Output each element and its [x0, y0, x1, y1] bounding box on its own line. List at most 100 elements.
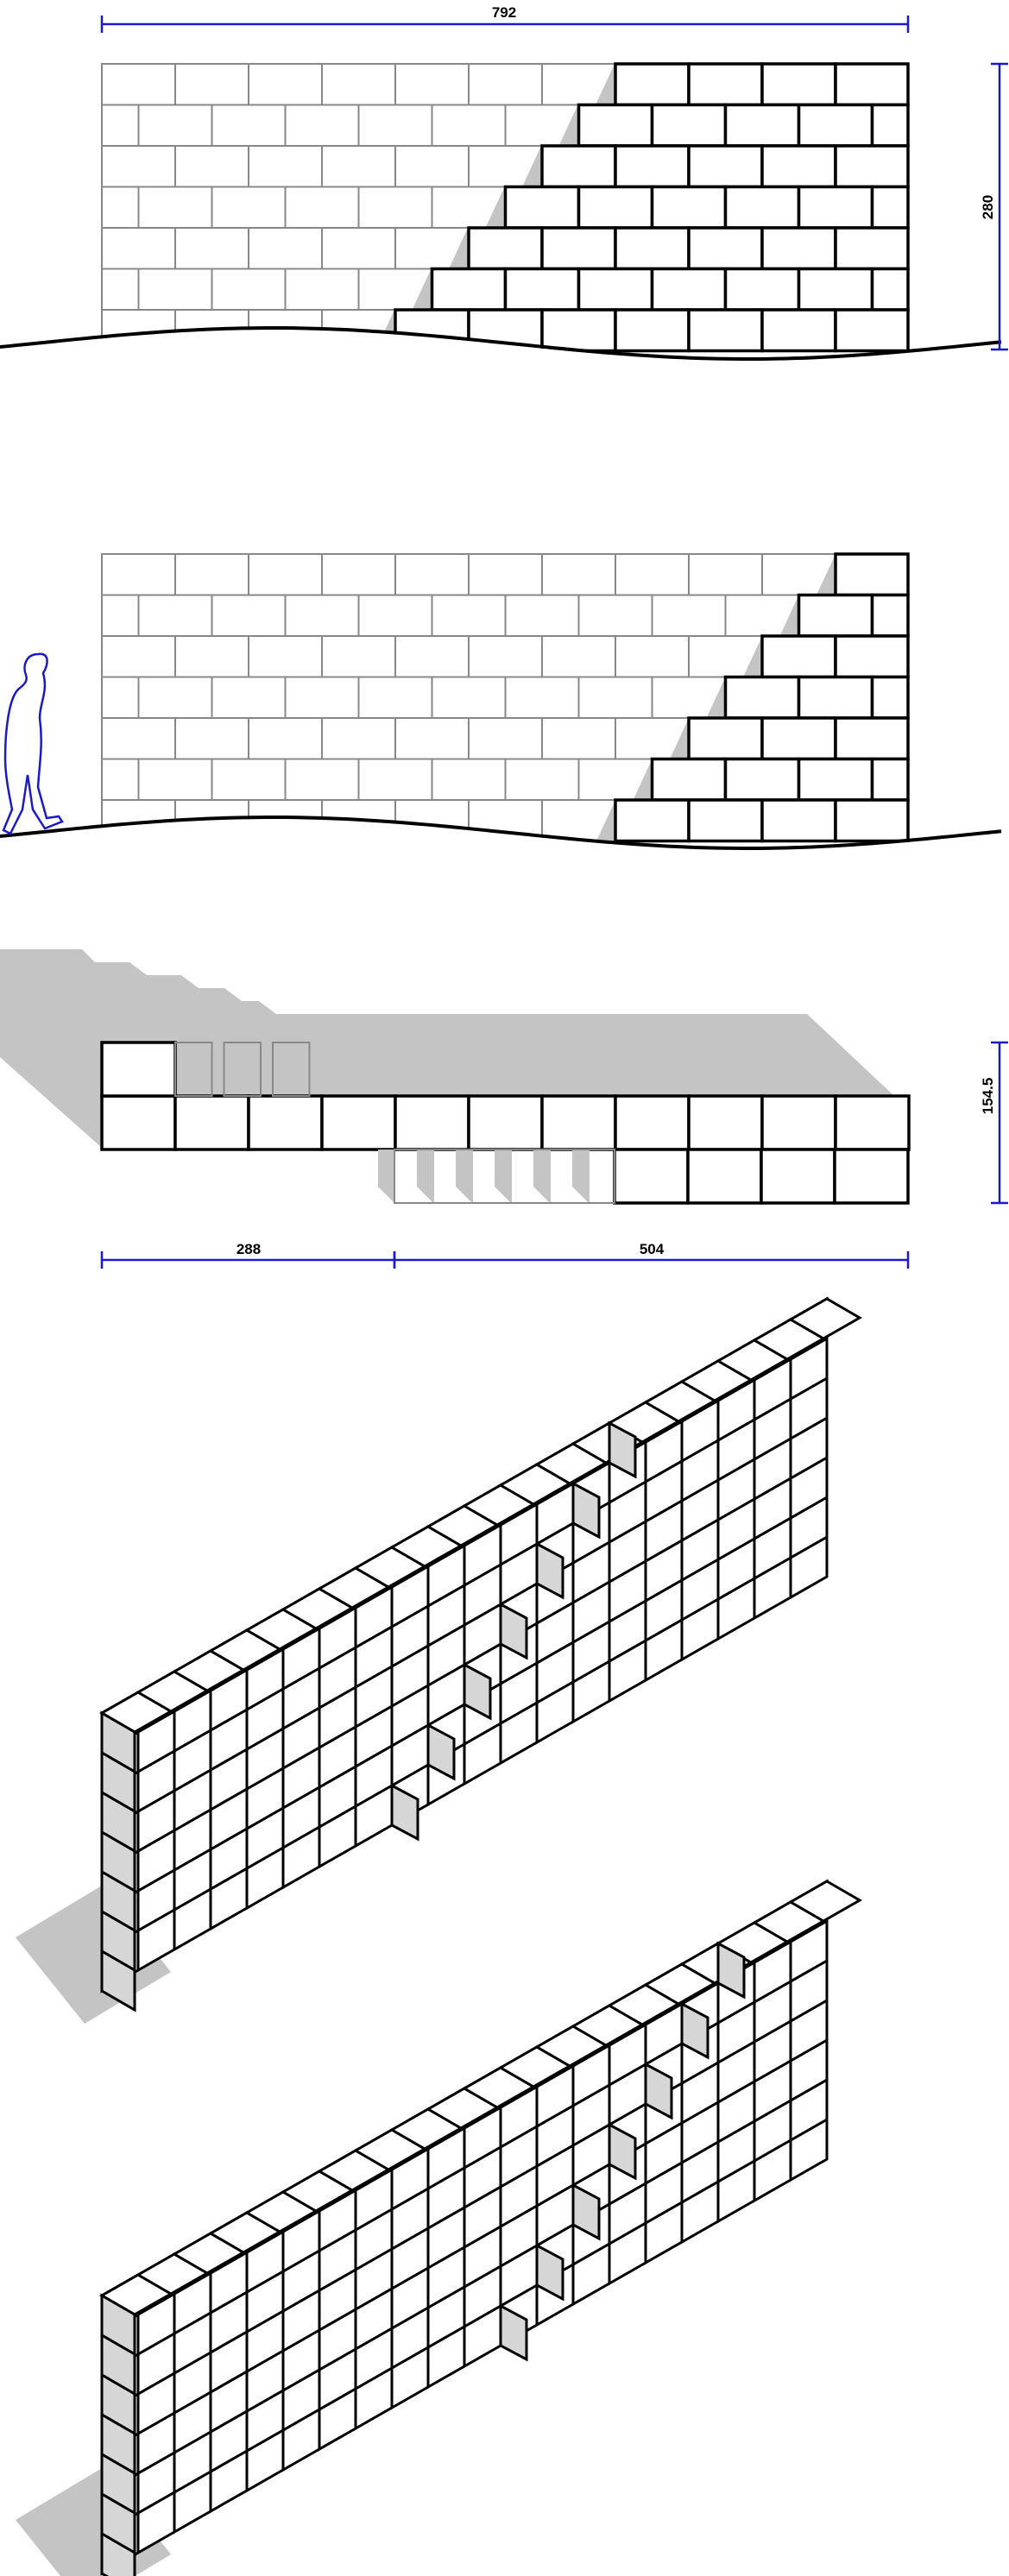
solid-brick: [650, 185, 728, 230]
iso-stair-step: [644, 2062, 673, 2120]
ghost-brick: [174, 227, 249, 270]
solid-brick: [540, 226, 617, 271]
solid-brick: [870, 757, 910, 802]
dimension-total-length: 792: [492, 4, 516, 21]
solid-brick: [797, 185, 874, 230]
solid-brick: [723, 185, 801, 230]
ghost-brick: [577, 594, 653, 637]
plan-brick-back: [760, 1148, 836, 1205]
elevation-view-one: [0, 62, 1009, 404]
ghost-brick: [357, 594, 433, 637]
solid-brick: [723, 675, 801, 720]
solid-brick: [834, 716, 910, 761]
ghost-brick: [101, 145, 176, 188]
solid-brick: [650, 267, 728, 312]
ghost-brick: [394, 717, 470, 760]
iso-end-face: [100, 2531, 136, 2576]
ghost-brick: [211, 594, 287, 637]
solid-brick: [834, 798, 910, 843]
plan-ghost-run: [394, 1149, 615, 1204]
elevation-view-two: [0, 552, 1009, 893]
plan-brick-front: [540, 1094, 617, 1151]
ghost-brick: [211, 186, 287, 229]
stair-shadow: [743, 636, 762, 677]
plan-brick-front: [834, 1094, 911, 1151]
solid-brick: [503, 185, 581, 230]
plan-step-shadow: [572, 1149, 590, 1204]
ghost-brick: [248, 717, 323, 760]
dimension-plan-depth: 154.5: [980, 1078, 996, 1115]
ghost-brick: [357, 104, 433, 147]
ghost-brick: [101, 553, 176, 596]
solid-brick: [723, 757, 801, 802]
solid-brick: [503, 267, 581, 312]
solid-brick: [687, 308, 764, 353]
plan-brick-front: [467, 1094, 544, 1151]
solid-brick: [834, 308, 910, 353]
solid-brick: [834, 634, 910, 679]
ground-mask: [0, 819, 1009, 893]
solid-brick: [687, 226, 764, 271]
plan-step-shadow: [456, 1149, 473, 1204]
solid-brick: [834, 62, 910, 107]
solid-brick: [614, 226, 691, 271]
solid-brick: [577, 185, 654, 230]
solid-brick: [760, 62, 837, 107]
plan-brick-front: [687, 1094, 764, 1151]
ghost-brick: [504, 676, 580, 719]
ghost-brick: [248, 63, 323, 106]
ghost-brick: [321, 635, 396, 678]
solid-brick: [797, 103, 874, 148]
plan-brick-front: [614, 1094, 691, 1151]
solid-brick: [577, 267, 654, 312]
ghost-brick: [211, 104, 287, 147]
iso-block-top: [787, 1880, 863, 1923]
ghost-brick: [321, 553, 396, 596]
ghost-brick: [101, 268, 140, 311]
plan-brick-front: [760, 1094, 837, 1151]
solid-brick: [540, 308, 617, 353]
solid-brick: [834, 144, 910, 189]
ghost-brick: [174, 63, 249, 106]
ghost-brick: [284, 594, 360, 637]
ghost-brick: [468, 635, 543, 678]
solid-brick: [834, 552, 910, 597]
solid-brick: [614, 62, 691, 107]
ghost-brick: [431, 758, 507, 801]
stair-shadow: [449, 228, 468, 269]
solid-brick: [540, 144, 617, 189]
solid-brick: [760, 798, 837, 843]
stair-shadow: [706, 677, 726, 718]
ghost-brick: [284, 186, 360, 229]
dimension-wall-height: 280: [980, 195, 996, 219]
ghost-brick: [651, 594, 727, 637]
ghost-brick: [468, 63, 543, 106]
solid-brick: [760, 634, 837, 679]
ghost-brick: [431, 594, 507, 637]
solid-brick: [797, 267, 874, 312]
ghost-brick: [394, 635, 470, 678]
solid-brick: [870, 675, 910, 720]
ghost-brick: [101, 635, 176, 678]
ghost-brick: [174, 717, 249, 760]
solid-brick: [760, 716, 837, 761]
ghost-brick: [137, 268, 213, 311]
solid-brick: [870, 267, 910, 312]
plan-step-shadow: [417, 1149, 434, 1204]
solid-brick: [614, 144, 691, 189]
ghost-brick: [101, 63, 176, 106]
plan-brick-front: [100, 1094, 177, 1151]
solid-brick: [467, 226, 544, 271]
plan-step-shadow: [533, 1149, 551, 1204]
ghost-brick: [248, 227, 323, 270]
ghost-brick: [394, 145, 470, 188]
solid-brick: [834, 226, 910, 271]
solid-brick: [687, 798, 764, 843]
solid-brick: [797, 757, 874, 802]
stair-shadow: [633, 759, 653, 800]
stair-shadow: [412, 268, 432, 310]
iso-stair-step: [463, 1662, 492, 1721]
stair-shadow: [522, 146, 541, 187]
plan-brick-back: [613, 1148, 690, 1205]
ghost-brick: [357, 676, 433, 719]
